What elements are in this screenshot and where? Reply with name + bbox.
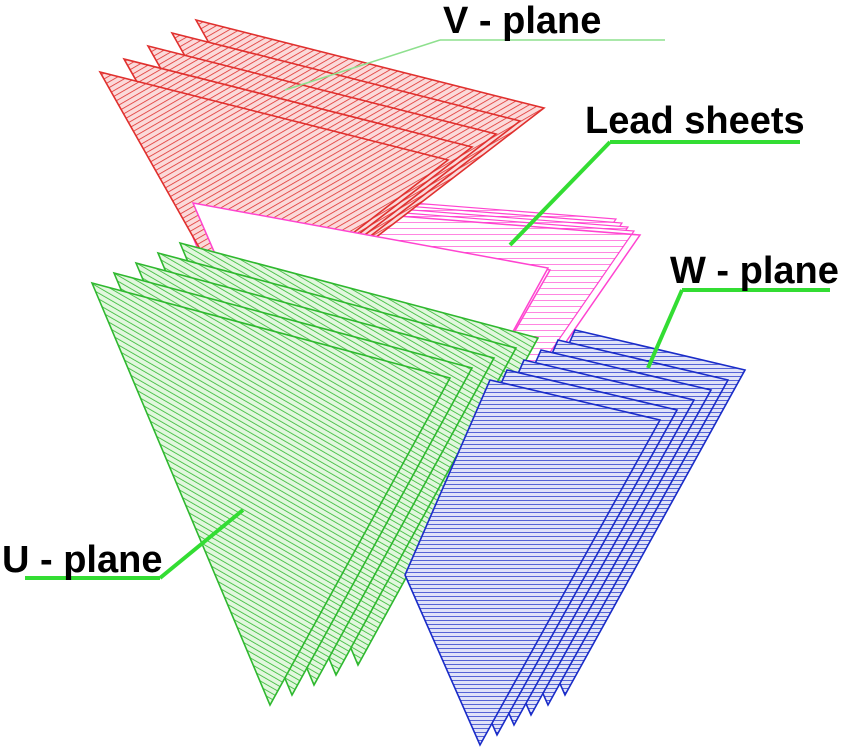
u-plane-leader (158, 508, 245, 580)
v-plane-label: V - plane (443, 0, 601, 42)
w-plane-stack (404, 329, 747, 747)
u-plane-layer (90, 281, 452, 707)
w-plane-label: W - plane (670, 250, 839, 292)
u-plane-label: U - plane (2, 539, 162, 581)
w-plane-layer (404, 379, 662, 747)
w-plane-leader (646, 289, 684, 369)
lead-sheets-label: Lead sheets (585, 100, 805, 142)
v-plane-leader (284, 39, 441, 91)
v-plane-stack (98, 18, 546, 322)
lead-sheets-leader (508, 140, 612, 247)
leader-lines (25, 39, 830, 580)
